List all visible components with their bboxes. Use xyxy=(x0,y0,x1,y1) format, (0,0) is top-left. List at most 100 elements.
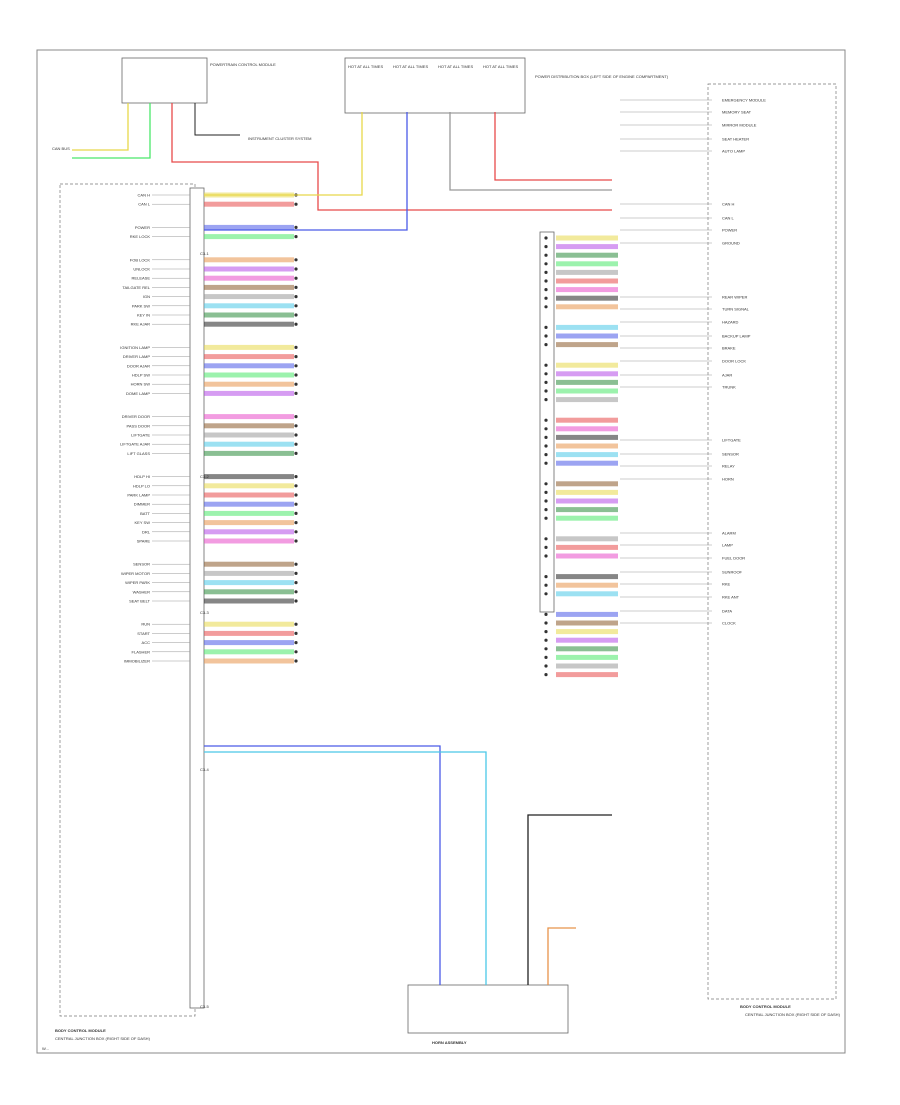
wire-run xyxy=(494,112,612,181)
left-pin-label: WIPER MOTOR xyxy=(121,571,150,576)
left-wire-end xyxy=(294,225,298,229)
left-pin-label: HDLP SW xyxy=(132,373,150,378)
right-pin-label: BRAKE xyxy=(722,346,736,351)
connector-id-label: C3-2 xyxy=(200,474,209,479)
left-wire-stub xyxy=(204,630,294,636)
left-wire-stub xyxy=(204,658,294,664)
left-wire-end xyxy=(294,659,298,663)
right-pin-label: AUTO LAMP xyxy=(722,149,745,154)
left-wire-stub xyxy=(204,354,294,360)
right-pin-label: HAZARD xyxy=(722,320,739,325)
right-wire-stub xyxy=(556,515,618,521)
wire-run xyxy=(171,103,612,211)
right-wire-end xyxy=(544,236,548,240)
left-wire-stub xyxy=(204,589,294,595)
right-pin-label: ALARM xyxy=(722,531,736,536)
left-pin-label: TAILGATE REL xyxy=(122,285,150,290)
page-id: W... xyxy=(42,1046,49,1051)
fuse-note: POWER DISTRIBUTION BOX (LEFT SIDE OF ENG… xyxy=(535,74,669,79)
left-pin-label: FLASHER xyxy=(132,649,151,654)
left-wire-stub xyxy=(204,580,294,586)
right-wire-end xyxy=(544,444,548,448)
right-wire-stub xyxy=(556,553,618,559)
right-wire-stub xyxy=(556,654,618,660)
left-pin-label: DOME LAMP xyxy=(126,391,150,396)
right-wire-end xyxy=(544,461,548,465)
left-wire-end xyxy=(294,631,298,636)
right-wire-stub xyxy=(556,295,618,301)
right-wire-stub xyxy=(556,663,618,669)
left-pin-label: CAN L xyxy=(138,202,151,207)
connector-id-label: C3-3 xyxy=(200,610,209,615)
right-wire-stub xyxy=(556,426,618,432)
left-pin-label: ACC xyxy=(142,640,151,645)
right-pin-label: POWER xyxy=(722,228,737,233)
right-wire-end xyxy=(544,545,548,550)
right-pin-label: CLOCK xyxy=(722,621,736,626)
right-pin-label: MEMORY SEAT xyxy=(722,110,752,115)
left-wire-end xyxy=(294,313,298,317)
left-wire-stub xyxy=(204,474,294,480)
left-wire-stub xyxy=(204,312,294,318)
left-wire-stub xyxy=(204,224,294,230)
left-pin-label: DIMMER xyxy=(134,502,150,507)
left-wire-end xyxy=(294,267,298,271)
left-wire-end xyxy=(294,521,298,525)
right-wire-stub xyxy=(556,261,618,267)
left-connector-strip xyxy=(189,187,205,1009)
left-wire-stub xyxy=(204,640,294,646)
left-pin-label: WASHER xyxy=(133,589,151,594)
right-pin-label: DATA xyxy=(722,609,732,614)
left-pin-label: DOOR AJAR xyxy=(127,363,150,368)
right-wire-stub xyxy=(556,646,618,652)
right-wire-end xyxy=(544,630,548,634)
left-pin-label: DRIVER DOOR xyxy=(122,414,150,419)
left-wire-end xyxy=(294,276,298,280)
right-wire-stub xyxy=(556,672,618,678)
left-pin-label: DRIVER LAMP xyxy=(123,354,150,359)
right-wire-stub xyxy=(556,434,618,440)
right-wire-end xyxy=(544,592,548,596)
right-wire-stub xyxy=(556,481,618,487)
right-module-outline xyxy=(707,83,837,1000)
right-wire-stub xyxy=(556,287,618,293)
right-wire-end xyxy=(544,508,548,512)
right-wire-end xyxy=(544,389,548,393)
right-pin-label: LIFTGATE xyxy=(722,438,741,443)
left-wire-end xyxy=(294,433,298,437)
left-wire-stub xyxy=(204,363,294,369)
left-wire-stub xyxy=(204,561,294,567)
left-wire-end xyxy=(294,590,298,594)
left-pin-label: SEAT BELT xyxy=(129,599,150,604)
left-wire-stub xyxy=(204,266,294,272)
left-wire-end xyxy=(294,581,298,585)
left-wire-end xyxy=(294,599,298,603)
right-wire-end xyxy=(544,380,548,384)
left-pin-label: WIPER PARK xyxy=(125,580,150,585)
left-wire-stub xyxy=(204,520,294,526)
right-wire-end xyxy=(544,363,548,367)
right-pin-label: RELAY xyxy=(722,464,735,469)
left-wire-end xyxy=(294,355,298,359)
right-wire-stub xyxy=(556,362,618,368)
left-wire-end xyxy=(294,364,298,368)
left-wire-end xyxy=(294,571,298,576)
wire-group xyxy=(72,103,612,985)
left-pin-label: LIFT GLASS xyxy=(127,451,150,456)
right-wire-end xyxy=(544,296,548,300)
right-wire-end xyxy=(544,499,548,503)
right-pin-label: GROUND xyxy=(722,241,740,246)
right-wire-stub xyxy=(556,333,618,339)
horn-assembly-label: HORN ASSEMBLY xyxy=(432,1040,467,1045)
right-wire-stub xyxy=(556,379,618,385)
left-pin-label: FOB LOCK xyxy=(130,257,151,262)
right-wire-stub xyxy=(556,536,618,542)
left-pin-label: UNLOCK xyxy=(133,267,150,272)
right-wire-stub xyxy=(556,489,618,495)
left-wire-stub xyxy=(204,303,294,309)
right-wire-stub xyxy=(556,620,618,626)
right-wire-stub xyxy=(556,388,618,394)
left-wire-stub xyxy=(204,372,294,378)
right-wire-end xyxy=(544,575,548,579)
